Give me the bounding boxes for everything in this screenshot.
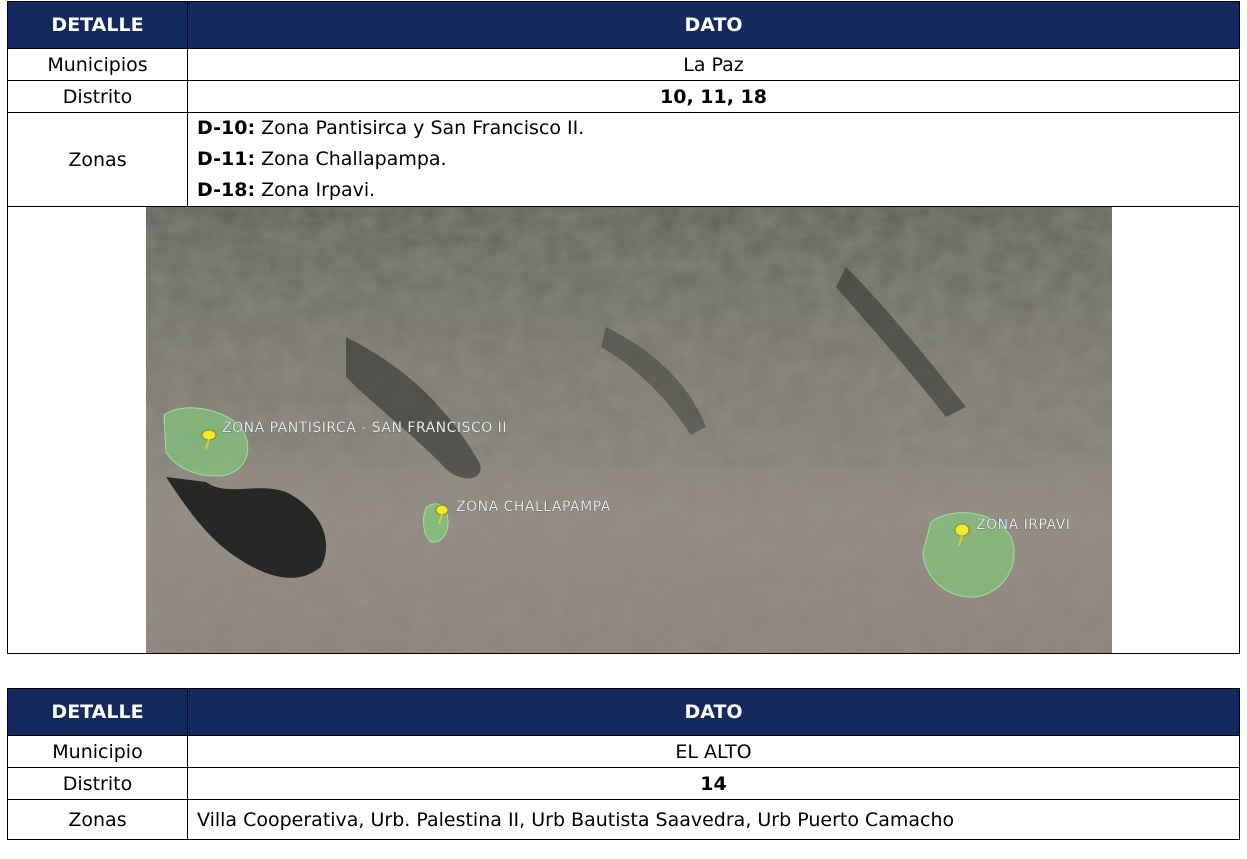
marker-label: ZONA IRPAVI (976, 517, 1070, 533)
marker-label: ZONA CHALLAPAMPA (456, 499, 611, 515)
table-row-zonas: Zonas Villa Cooperativa, Urb. Palestina … (7, 799, 1240, 840)
zones-list: D-10: Zona Pantisirca y San Francisco II… (187, 112, 1240, 207)
ridge-shadow (601, 327, 706, 435)
row-value-distrito: 10, 11, 18 (187, 80, 1240, 113)
header-dato: DATO (187, 688, 1240, 736)
row-label-municipio: Municipio (7, 735, 188, 768)
row-label-zonas: Zonas (7, 112, 188, 207)
row-label-distrito: Distrito (7, 80, 188, 113)
row-label-zonas: Zonas (7, 799, 188, 840)
row-label-distrito: Distrito (7, 767, 188, 800)
dark-forest-area (166, 477, 327, 578)
row-value-municipios: La Paz (187, 48, 1240, 81)
zone-text: Zona Pantisirca y San Francisco II. (255, 117, 585, 139)
pin-icon (201, 429, 217, 450)
table-row: Municipio EL ALTO (7, 735, 1240, 768)
table-row: Distrito 10, 11, 18 (7, 80, 1240, 113)
map-row: ZONA PANTISIRCA - SAN FRANCISCO II ZONA … (7, 206, 1240, 654)
marker-label: ZONA PANTISIRCA - SAN FRANCISCO II (222, 420, 507, 436)
row-value-municipio: EL ALTO (187, 735, 1240, 768)
table-row: Municipios La Paz (7, 48, 1240, 81)
satellite-map-image: ZONA PANTISIRCA - SAN FRANCISCO II ZONA … (146, 207, 1112, 653)
zone-item: D-11: Zona Challapampa. (197, 144, 1239, 175)
zone-item: D-18: Zona Irpavi. (197, 175, 1239, 206)
table-header: DETALLE DATO (7, 1, 1240, 49)
la-paz-table: DETALLE DATO Municipios La Paz Distrito … (7, 1, 1240, 654)
table-row-zonas: Zonas D-10: Zona Pantisirca y San Franci… (7, 112, 1240, 207)
row-label-municipios: Municipios (7, 48, 188, 81)
ridge-shadow (836, 267, 966, 417)
map-cell: ZONA PANTISIRCA - SAN FRANCISCO II ZONA … (7, 206, 1240, 654)
zone-pantisirca-polygon (163, 407, 249, 477)
ridge-shadow (346, 337, 481, 479)
zone-code: D-11: (197, 148, 256, 170)
row-value-distrito: 14 (187, 767, 1240, 800)
zone-irpavi-polygon (922, 512, 1015, 598)
zone-code: D-10: (197, 117, 256, 139)
satellite-map: ZONA PANTISIRCA - SAN FRANCISCO II ZONA … (146, 207, 1112, 653)
el-alto-table: DETALLE DATO Municipio EL ALTO Distrito … (7, 688, 1240, 840)
zone-text: Zona Challapampa. (255, 148, 447, 170)
table-header: DETALLE DATO (7, 688, 1240, 736)
pin-icon (954, 523, 970, 547)
header-dato: DATO (187, 1, 1240, 49)
pin-icon (435, 504, 449, 525)
header-detalle: DETALLE (7, 688, 188, 736)
zone-item: D-10: Zona Pantisirca y San Francisco II… (197, 113, 1239, 144)
row-value-zonas: Villa Cooperativa, Urb. Palestina II, Ur… (187, 799, 1240, 840)
zone-code: D-18: (197, 179, 256, 201)
header-detalle: DETALLE (7, 1, 188, 49)
table-row: Distrito 14 (7, 767, 1240, 800)
zone-text: Zona Irpavi. (255, 179, 376, 201)
